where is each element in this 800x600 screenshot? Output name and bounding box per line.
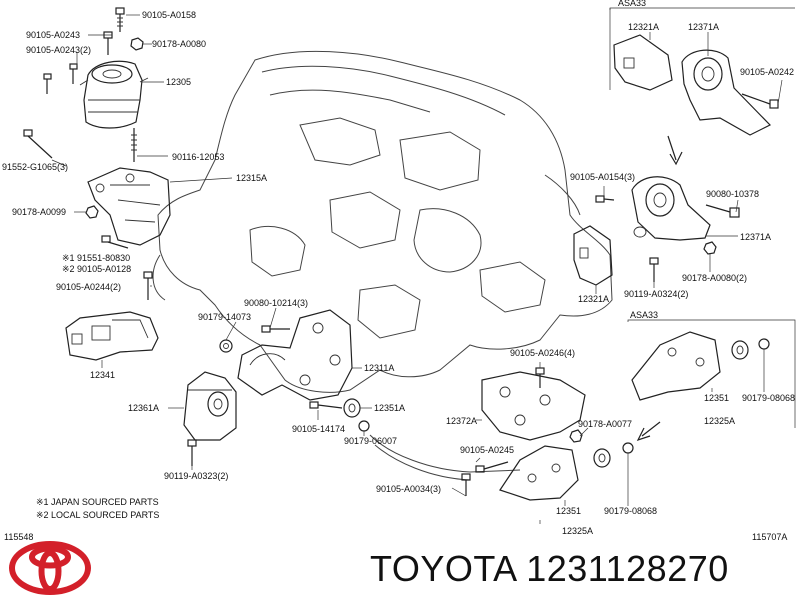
- nut-90178-A0080-2: [703, 241, 717, 255]
- callout-12361A: 12361A: [128, 403, 159, 413]
- callout-90179-08068-bottom: 90179-08068: [604, 506, 657, 516]
- bracket-12325A-bottom: [499, 445, 579, 501]
- callout-12372A: 12372A: [446, 416, 477, 426]
- bracket-12321A-top: [613, 34, 673, 91]
- brand-part-title: TOYOTA 1231128270: [370, 548, 729, 590]
- bracket-12321A-mid: [573, 225, 613, 286]
- brand-name: TOYOTA: [370, 548, 516, 589]
- callout-90105-A0242: 90105-A0242: [740, 67, 794, 77]
- group-label-asa33-top: ASA33: [618, 0, 646, 8]
- callout-90116-12053: 90116-12053: [172, 152, 224, 162]
- callout-12321A-mid: 12321A: [578, 294, 609, 304]
- callout-12311A: 12311A: [364, 363, 394, 373]
- nut-90178-A0080: [130, 37, 144, 51]
- nut-90179-06007: [358, 420, 370, 432]
- bracket-12372A: [481, 371, 586, 441]
- nut-90178-A0099: [85, 205, 99, 219]
- note-japan-sourced: ※1 JAPAN SOURCED PARTS: [36, 497, 159, 507]
- callout-90179-14073: 90179-14073: [198, 312, 251, 322]
- bushing-12351A: [343, 398, 361, 418]
- callout-12341: 12341: [90, 370, 115, 380]
- callout-90178-A0077: 90178-A0077: [578, 419, 632, 429]
- nut-90179-14073: [219, 339, 233, 353]
- bracket-12325A-right: [631, 331, 721, 401]
- callout-90178-A0099: 90178-A0099: [12, 207, 66, 217]
- stud-90116-12053: [131, 128, 137, 162]
- bracket-12341: [65, 311, 159, 361]
- arrow-down-bottom: [636, 421, 661, 442]
- callout-12315A: 12315A: [236, 173, 267, 183]
- callout-90119-A0324-2: 90119-A0324(2): [624, 289, 688, 299]
- bolts-90105-A0034-3: [461, 473, 471, 496]
- callout-12325A-bottom: 12325A: [562, 526, 593, 536]
- callout-90105-A0158: 90105-A0158: [142, 10, 196, 20]
- bolts-90105-A0244-2: [143, 271, 153, 300]
- insulator-12371A-mid: [631, 176, 711, 241]
- bracket-12311A: [237, 309, 353, 401]
- bolts-90105-A0154-3: [595, 195, 615, 203]
- bolts-90119-A0324-2: [649, 257, 659, 282]
- bolt-91552-G1065: [23, 129, 53, 159]
- callout-90105-A0246-4: 90105-A0246(4): [510, 348, 575, 358]
- bolts-90080-10214-3: [261, 325, 290, 333]
- callout-12351-right: 12351: [704, 393, 729, 403]
- group-box-asa33-bottom: [627, 319, 796, 428]
- group-box-asa33-top: [609, 7, 795, 90]
- bushing-12351-bottom: [593, 448, 611, 468]
- nut-90178-A0077: [569, 429, 583, 443]
- bolt-90105-A0243: [103, 31, 113, 55]
- callout-90105-A0244-2: 90105-A0244(2): [56, 282, 121, 292]
- bolt-90105-14174: [309, 401, 343, 409]
- callout-90105-14174: 90105-14174: [292, 424, 345, 434]
- callout-90105-A0154-3: 90105-A0154(3): [570, 172, 635, 182]
- bushing-12351-right: [731, 340, 749, 360]
- callout-91552-G1065-3: 91552-G1065(3): [2, 162, 68, 172]
- insulator-12371A-top: [681, 49, 772, 136]
- insulator-12361A: [183, 371, 237, 441]
- callout-90080-10378: 90080-10378: [706, 189, 759, 199]
- nut-90179-08068-bottom: [622, 442, 634, 454]
- part-number: 1231128270: [526, 548, 729, 589]
- engine-outline: [152, 50, 613, 481]
- callout-90105-A0243: 90105-A0243: [26, 30, 80, 40]
- callout-90178-A0080: 90178-A0080: [152, 39, 206, 49]
- bolts-90119-A0323-2: [187, 439, 197, 466]
- engine-mount-12305: [79, 60, 149, 129]
- group-label-asa33-bottom: ASA33: [630, 310, 658, 320]
- bolts-90105-A0246-4: [535, 367, 545, 388]
- callout-90179-08068-right: 90179-08068: [742, 393, 795, 403]
- callout-90105-A0128: ※2 90105-A0128: [62, 264, 131, 274]
- callout-12371A-mid: 12371A: [740, 232, 771, 242]
- callout-90105-A0034-3: 90105-A0034(3): [376, 484, 441, 494]
- callout-90119-A0323-2: 90119-A0323(2): [164, 471, 228, 481]
- callout-90179-06007: 90179-06007: [344, 436, 397, 446]
- callout-labels: 90105-A0158 90105-A0243 90105-A0243(2) 9…: [2, 0, 795, 542]
- callout-90105-A0243-2: 90105-A0243(2): [26, 45, 91, 55]
- bolt-91551-80830: [101, 235, 129, 249]
- note-local-sourced: ※2 LOCAL SOURCED PARTS: [36, 510, 159, 520]
- callout-12371A-top: 12371A: [688, 22, 719, 32]
- callout-90178-A0080-2: 90178-A0080(2): [682, 273, 747, 283]
- callout-91551-80830: ※1 91551-80830: [62, 253, 130, 263]
- bolts-90105-A0243-2: [43, 63, 78, 94]
- figure-id-left: 115548: [4, 532, 33, 542]
- callout-90080-10214-3: 90080-10214(3): [244, 298, 308, 308]
- bolt-90105-A0245: [475, 461, 509, 473]
- toyota-logo-icon: [9, 541, 91, 595]
- callout-90105-A0245: 90105-A0245: [460, 445, 514, 455]
- leader-lines: [51, 14, 783, 524]
- callout-12305: 12305: [166, 77, 191, 87]
- bolt-90080-10378: [705, 204, 740, 218]
- nut-90179-08068-right: [758, 338, 770, 350]
- bolt-90105-A0158: [115, 7, 125, 32]
- callout-12351-bottom: 12351: [556, 506, 581, 516]
- callout-12325A-right: 12325A: [704, 416, 735, 426]
- figure-id-right: 115707A: [752, 532, 787, 542]
- callout-12351A: 12351A: [374, 403, 405, 413]
- callout-12321A-top: 12321A: [628, 22, 659, 32]
- bracket-12315A: [87, 167, 171, 246]
- arrow-down-top: [667, 135, 683, 166]
